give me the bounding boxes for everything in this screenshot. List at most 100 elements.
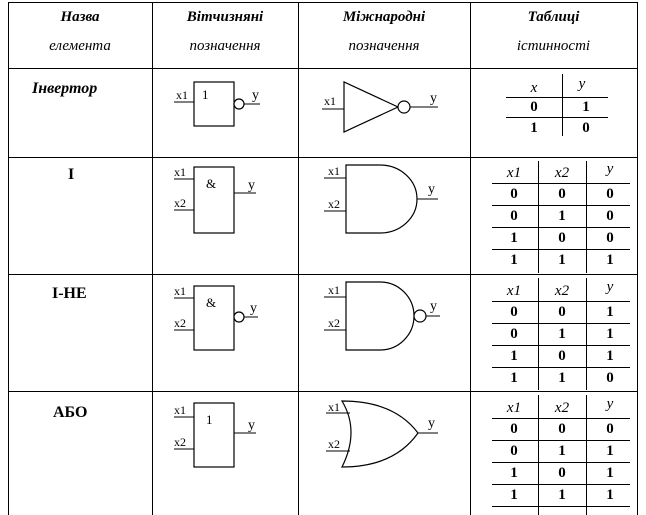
grid-line	[8, 2, 9, 515]
header-name-1: Назва	[60, 9, 100, 25]
or-intl-output-label: y	[428, 416, 435, 431]
truth-cell: 1	[510, 230, 518, 246]
and-domestic-symbol: x1 x2 y &	[174, 165, 256, 234]
truth-cell: 0	[558, 230, 566, 246]
grid-line	[8, 68, 638, 69]
truth-cell: 0	[582, 120, 590, 136]
truth-cell: 0	[606, 186, 614, 202]
header-domestic-1: Вітчизняні	[186, 9, 264, 25]
truth-header: y	[606, 279, 614, 295]
truth-cell: 1	[582, 99, 590, 115]
truth-header: y	[606, 396, 614, 412]
truth-header: x2	[554, 283, 570, 299]
inverter-intl-input-label: x1	[324, 94, 336, 108]
header-name-2: елемента	[49, 38, 111, 54]
nand-intl-output-label: y	[430, 299, 437, 314]
nand-dom-symbol-label: &	[206, 295, 216, 310]
row-name-and: І	[68, 166, 75, 183]
nand-truth-table: x1 x2 y 0 0 1 0 1 1 1 0 1 1 1 0	[470, 274, 637, 391]
inverter-international-symbol: x1 y	[322, 81, 438, 133]
inverter-dom-symbol-label: 1	[202, 87, 209, 102]
or-international-symbol: x1 x2 y	[326, 400, 438, 468]
grid-line	[637, 2, 638, 515]
or-truth-table: x1 x2 y 0 0 0 0 1 1 1 0 1 1 1 1	[470, 391, 637, 515]
and-dom-output-label: y	[248, 178, 255, 193]
nand-intl-input1-label: x1	[328, 283, 340, 297]
inverter-domestic-symbol: x1 y 1	[174, 81, 260, 127]
truth-cell: 1	[558, 370, 566, 386]
or-domestic-symbol: x1 x2 y 1	[174, 402, 256, 468]
header-truth-2: істинності	[516, 38, 591, 54]
truth-cell: 0	[510, 326, 518, 342]
header-international-2: позначення	[348, 38, 420, 54]
truth-cell: 0	[558, 465, 566, 481]
grid-line	[8, 274, 638, 275]
truth-cell: 1	[558, 443, 566, 459]
truth-cell: 1	[606, 252, 614, 268]
truth-cell: 1	[558, 487, 566, 503]
and-intl-input1-label: x1	[328, 164, 340, 178]
and-dom-input2-label: x2	[174, 196, 186, 210]
header-domestic-2: позначення	[189, 38, 261, 54]
truth-header: x	[530, 80, 538, 96]
truth-cell: 1	[606, 443, 614, 459]
nand-dom-input1-label: x1	[174, 284, 186, 298]
nand-dom-input2-label: x2	[174, 316, 186, 330]
truth-cell: 1	[606, 304, 614, 320]
truth-cell: 1	[558, 252, 566, 268]
truth-cell: 1	[510, 370, 518, 386]
inverter-dom-output-label: y	[252, 88, 259, 103]
truth-cell: 0	[558, 186, 566, 202]
and-intl-input2-label: x2	[328, 197, 340, 211]
truth-cell: 0	[606, 208, 614, 224]
truth-cell: 1	[606, 326, 614, 342]
truth-cell: 1	[606, 465, 614, 481]
truth-header: x1	[506, 283, 522, 299]
row-name-or: АБО	[53, 404, 88, 421]
grid-line	[8, 157, 638, 158]
nand-domestic-symbol: x1 x2 y &	[174, 284, 258, 351]
truth-cell: 0	[510, 443, 518, 459]
truth-header: x1	[506, 165, 522, 181]
truth-cell: 0	[606, 421, 614, 437]
truth-cell: 0	[510, 208, 518, 224]
inverter-truth-table: x y 0 1 1 0	[470, 68, 637, 157]
truth-cell: 1	[606, 487, 614, 503]
or-dom-output-label: y	[248, 418, 255, 433]
truth-cell: 1	[558, 208, 566, 224]
grid-line	[8, 2, 638, 3]
truth-header: x2	[554, 400, 570, 416]
nand-dom-output-label: y	[250, 301, 257, 316]
or-dom-input1-label: x1	[174, 403, 186, 417]
truth-cell: 1	[530, 120, 538, 136]
inverter-intl-output-label: y	[430, 91, 437, 106]
truth-cell: 0	[606, 230, 614, 246]
or-dom-input2-label: x2	[174, 435, 186, 449]
row-name-inverter: Інвертор	[32, 80, 98, 97]
truth-header: y	[578, 76, 586, 92]
grid-line	[8, 391, 638, 392]
grid-line	[152, 2, 153, 515]
and-dom-input1-label: x1	[174, 165, 186, 179]
truth-header: x1	[506, 400, 522, 416]
and-dom-symbol-label: &	[206, 176, 216, 191]
truth-cell: 0	[558, 304, 566, 320]
truth-header: y	[606, 161, 614, 177]
or-dom-symbol-label: 1	[206, 412, 213, 427]
truth-cell: 0	[510, 421, 518, 437]
or-intl-input1-label: x1	[328, 400, 340, 414]
and-international-symbol: x1 x2 y	[324, 164, 438, 234]
truth-cell: 1	[510, 487, 518, 503]
truth-cell: 1	[606, 348, 614, 364]
header-international-1: Міжнародні	[342, 9, 426, 25]
truth-header: x2	[554, 165, 570, 181]
row-name-nand: І-НЕ	[52, 285, 87, 302]
truth-cell: 0	[558, 421, 566, 437]
or-intl-input2-label: x2	[328, 437, 340, 451]
truth-cell: 0	[558, 348, 566, 364]
truth-cell: 1	[510, 465, 518, 481]
nand-intl-input2-label: x2	[328, 316, 340, 330]
truth-cell: 0	[510, 186, 518, 202]
truth-cell: 1	[558, 326, 566, 342]
and-truth-table: x1 x2 y 0 0 0 0 1 0 1 0 0 1 1 1	[470, 157, 637, 274]
